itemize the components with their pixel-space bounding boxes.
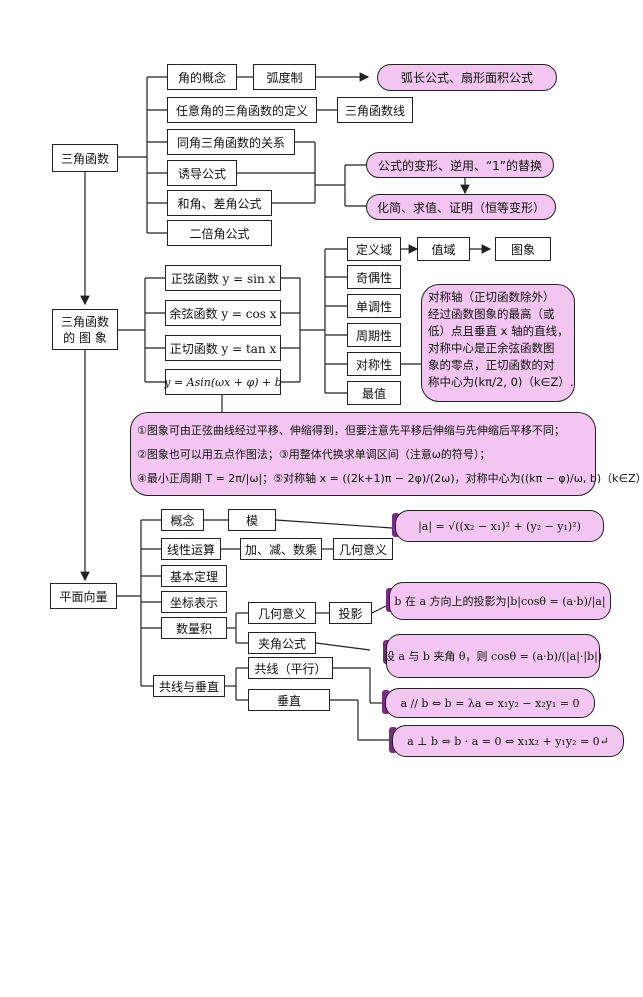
monotonicity: 单调性 [347, 294, 401, 318]
range: 值域 [417, 237, 470, 261]
angle-formula: 夹角公式 [248, 632, 316, 654]
domain: 定义域 [347, 237, 401, 261]
symmetry-note-line: 对称中心是正余弦函数图 [428, 341, 555, 355]
graph-root: 三角函数 的 图 象 [52, 309, 118, 350]
vector-root: 平面向量 [50, 583, 117, 609]
coordinate-repr: 坐标表示 [161, 591, 227, 613]
radian: 弧度制 [253, 64, 316, 90]
vector-concept: 概念 [161, 509, 204, 531]
sum-diff-formula: 和角、差角公式 [167, 190, 272, 216]
projection: 投影 [329, 602, 372, 624]
symmetry-note-line: 称中心为(kπ/2, 0)（k∈Z）. [428, 375, 574, 389]
same-angle-relation: 同角三角函数的关系 [167, 129, 295, 155]
periodicity: 周期性 [347, 323, 401, 347]
graph-note-line: ②图象也可以用五点作图法；③用整体代换求单调区间（注意ω的符号）； [137, 448, 491, 461]
symmetry-note-line: 对称轴（正切函数除外） [428, 290, 555, 304]
angle-concept: 角的概念 [167, 64, 237, 90]
angle-formula-box: 设 a 与 b 夹角 θ，则 cosθ = (a·b)/(|a|·|b|) [384, 634, 602, 678]
colinear-perpendicular: 共线与垂直 [153, 675, 225, 697]
graph-image: 图象 [495, 237, 551, 261]
graph-notes: ①图象可由正弦曲线经过平移、伸缩得到，但要注意先平移后伸缩与先伸缩后平移不同； … [130, 412, 643, 496]
cos-function: 余弦函数 y = cos x [165, 300, 281, 326]
trig-root: 三角函数 [52, 144, 118, 172]
induction-formula: 诱导公式 [167, 160, 237, 186]
geometric-meaning-2: 几何意义 [248, 602, 316, 624]
sin-function: 正弦函数 y = sin x [165, 265, 281, 291]
perpendicular: 垂直 [248, 689, 330, 711]
double-angle-formula: 二倍角公式 [167, 220, 272, 246]
arc-formula: 弧长公式、扇形面积公式 [377, 64, 557, 91]
graph-note-line: ①图象可由正弦曲线经过平移、伸缩得到，但要注意先平移后伸缩与先伸缩后平移不同； [137, 424, 565, 437]
symmetry: 对称性 [347, 352, 401, 376]
graph-note-line: ④最小正周期 T = 2π/|ω|；⑤对称轴 x = ((2k+1)π − 2φ… [137, 472, 643, 485]
extreme-value: 最值 [347, 381, 401, 405]
simplify-prove: 化简、求值、证明（恒等变形） [366, 194, 556, 220]
geometric-meaning: 几何意义 [333, 538, 393, 560]
modulus: 模 [228, 509, 276, 531]
modulus-formula: |a| = √((x₂ − x₁)² + (y₂ − y₁)²) [395, 510, 604, 542]
dot-product: 数量积 [161, 617, 227, 639]
graph-root-line2: 的 图 象 [63, 330, 107, 345]
graph-root-line1: 三角函数 [60, 314, 109, 329]
tan-function: 正切函数 y = tan x [165, 335, 281, 361]
parallel: 共线（平行） [248, 657, 333, 679]
projection-formula: b 在 a 方向上的投影为|b|cosθ = (a·b)/|a| [389, 582, 611, 620]
parity: 奇偶性 [347, 265, 401, 289]
parallel-formula: a // b ⇔ b = λa ⇔ x₁y₂ − x₂y₁ = 0 [385, 688, 595, 718]
symmetry-note-line: 经过函数图象的最高（或 [428, 307, 555, 321]
symmetry-note-line: 象的零点，正切函数的对 [428, 358, 555, 372]
general-function: y = Asin(ωx + φ) + b [164, 369, 282, 395]
trig-line: 三角函数线 [337, 97, 413, 123]
linear-operation: 线性运算 [161, 538, 221, 560]
formula-transform: 公式的变形、逆用、“1”的替换 [366, 152, 554, 178]
perpendicular-formula: a ⊥ b ⇔ b · a = 0 ⇔ x₁x₂ + y₁y₂ = 0↵ [392, 725, 624, 757]
symmetry-note-line: 低）点且垂直 x 轴的直线， [428, 324, 569, 338]
vector-ops: 加、减、数乘 [240, 538, 322, 560]
symmetry-note: 对称轴（正切函数除外） 经过函数图象的最高（或 低）点且垂直 x 轴的直线， 对… [421, 284, 575, 402]
basic-theorem: 基本定理 [161, 565, 227, 587]
any-angle-definition: 任意角的三角函数的定义 [167, 97, 317, 123]
